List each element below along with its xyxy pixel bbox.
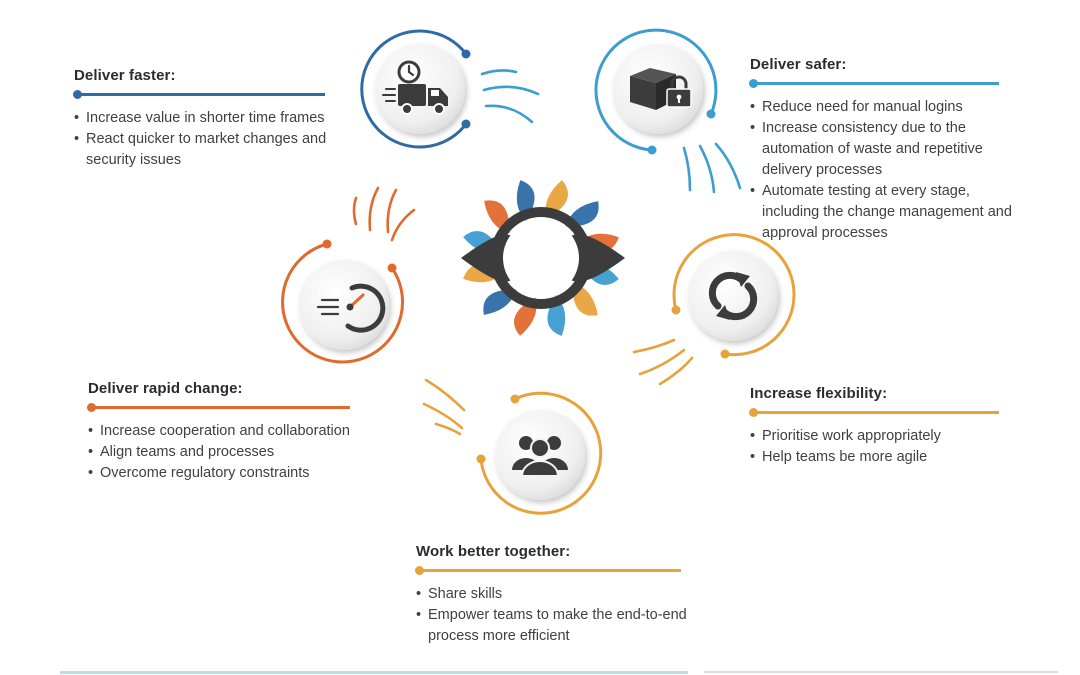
cycle-arrows-icon (708, 271, 758, 321)
list-item: Empower teams to make the end-to-end pro… (416, 605, 716, 647)
footer-line-left (60, 671, 688, 674)
list-item: Overcome regulatory constraints (88, 463, 388, 484)
block-deliver-safer: Deliver safer: Reduce need for manual lo… (749, 56, 1012, 244)
team-group-icon (512, 436, 568, 477)
list-item: Increase consistency due to the automati… (750, 118, 1012, 181)
emblem-wing-left (461, 234, 511, 282)
block-rule (87, 403, 350, 412)
block-list: Reduce need for manual logins Increase c… (750, 97, 1012, 244)
icon-circle-flexibility (688, 251, 778, 341)
list-item: Align teams and processes (88, 442, 388, 463)
block-list: Increase value in shorter time frames Re… (74, 108, 404, 171)
block-title: Deliver safer: (750, 56, 847, 73)
block-rule (749, 79, 999, 88)
list-item: Increase value in shorter time frames (74, 108, 404, 129)
block-list: Share skills Empower teams to make the e… (416, 584, 716, 647)
ring-faster (360, 29, 471, 149)
block-rule (415, 566, 681, 575)
center-petal-emblem (461, 180, 625, 336)
list-item: React quicker to market changes and secu… (74, 129, 341, 171)
block-title: Work better together: (416, 543, 571, 560)
swoosh-flexibility (632, 338, 694, 386)
locked-box-icon (630, 68, 692, 110)
list-item: Help teams be more agile (750, 447, 1012, 468)
block-deliver-faster: Deliver faster: Increase value in shorte… (73, 67, 404, 171)
list-item: Reduce need for manual logins (750, 97, 1012, 118)
block-work-better-together: Work better together: Share skills Empow… (415, 543, 716, 647)
list-item: Share skills (416, 584, 716, 605)
swoosh-rapid (352, 186, 416, 242)
ring-rapid (281, 239, 404, 364)
block-rule (749, 408, 999, 417)
ring-safer (594, 28, 718, 155)
swoosh-together (422, 378, 466, 436)
delivery-truck-clock-icon (382, 60, 448, 115)
block-title: Deliver faster: (74, 67, 176, 84)
list-item: Prioritise work appropriately (750, 426, 1012, 447)
block-increase-flexibility: Increase flexibility: Prioritise work ap… (749, 385, 1012, 468)
icon-circle-rapid (299, 260, 389, 350)
ring-together (476, 391, 603, 515)
block-list: Prioritise work appropriately Help teams… (750, 426, 1012, 468)
block-title: Increase flexibility: (750, 385, 888, 402)
emblem-wing-right (571, 234, 625, 282)
swoosh-safer (682, 142, 742, 194)
speedometer-icon (316, 283, 386, 333)
emblem-center (503, 220, 579, 296)
list-item: Increase cooperation and collaboration (88, 421, 388, 442)
block-list: Increase cooperation and collaboration A… (88, 421, 388, 484)
block-rule (73, 90, 325, 99)
list-item: Automate testing at every stage, includi… (750, 181, 1012, 244)
block-title: Deliver rapid change: (88, 380, 243, 397)
swoosh-faster (480, 69, 540, 124)
footer-line-right (704, 671, 1058, 673)
block-deliver-rapid-change: Deliver rapid change: Increase cooperati… (87, 380, 388, 484)
ring-flexibility (671, 233, 796, 359)
